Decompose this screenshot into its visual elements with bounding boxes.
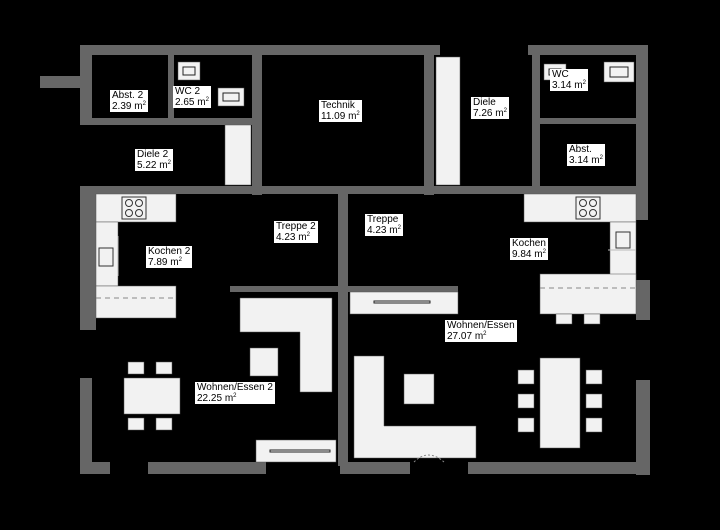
room-name: Diele 2 [137,149,169,160]
room-area-unit: m [389,225,398,236]
room-label-treppe-2: Treppe 2 4.23 m2 [274,221,318,243]
room-area: 7.89 m2 [148,257,182,268]
room-name: Diele [473,97,496,108]
room-name: Wohnen/Essen 2 [197,382,273,393]
room-label-wohnen-essen: Wohnen/Essen 27.07 m2 [445,320,517,342]
room-area-value: 4.23 [367,225,387,236]
room-area: 4.23 m2 [276,232,310,243]
room-area-unit: m [495,108,504,119]
walls [40,45,650,475]
room-label-abst-2: Abst. 2 2.39 m2 [110,90,148,112]
room-label-technik: Technik 11.09 m2 [319,100,362,122]
room-area-unit: m [170,257,179,268]
room-name: Kochen [512,238,546,249]
room-area-unit: m [298,232,307,243]
room-label-wc: WC 3.14 m2 [550,69,588,91]
room-area-unit: m [348,111,357,122]
room-label-wc-2: WC 2 2.65 m2 [173,86,211,108]
room-area-value: 7.26 [473,108,493,119]
room-area-value: 27.07 [447,331,473,342]
room-area-unit: m [197,97,206,108]
room-label-diele: Diele 7.26 m2 [471,97,509,119]
stair-ticks [117,236,636,276]
room-name: WC [552,69,569,80]
room-area-unit: m [134,101,143,112]
room-area-value: 3.14 [569,155,589,166]
room-area-unit: m [591,155,600,166]
room-area: 9.84 m2 [512,249,546,260]
room-area-value: 2.65 [175,97,195,108]
room-name: Treppe 2 [276,221,316,232]
stove-icon [121,196,601,220]
room-area-value: 2.39 [112,101,132,112]
room-area-value: 11.09 [321,111,346,122]
fixture-details [182,66,629,453]
room-area: 4.23 m2 [367,225,401,236]
room-area-value: 7.89 [148,257,168,268]
room-area: 3.14 m2 [569,155,603,166]
room-area-unit: m [224,393,234,404]
room-label-kochen-2: Kochen 2 7.89 m2 [146,246,193,268]
room-area: 2.39 m2 [112,101,146,112]
room-name: Abst. [569,144,592,155]
room-area: 2.65 m2 [175,97,209,108]
room-area-value: 4.23 [276,232,296,243]
room-area-unit: m [159,160,168,171]
room-area-value: 3.14 [552,80,572,91]
room-name: Treppe [367,214,399,225]
room-label-kochen: Kochen 9.84 m2 [510,238,548,260]
counter-edges [96,287,636,299]
room-label-abst: Abst. 3.14 m2 [567,144,605,166]
room-area-unit: m [534,249,543,260]
room-name: Technik [321,100,355,111]
room-area: 27.07 m2 [447,331,487,342]
fixtures [95,56,637,463]
room-label-treppe: Treppe 4.23 m2 [365,214,403,236]
room-area: 5.22 m2 [137,160,171,171]
room-label-diele-2: Diele 2 5.22 m2 [135,149,173,171]
door-swing [413,454,445,463]
room-name: Abst. 2 [112,90,144,101]
room-name: Wohnen/Essen [447,320,515,331]
room-area-unit: m [474,331,484,342]
room-area: 7.26 m2 [473,108,507,119]
room-area-unit: m [574,80,583,91]
room-area: 3.14 m2 [552,80,586,91]
room-name: WC 2 [175,86,200,97]
room-label-wohnen-essen-2: Wohnen/Essen 2 22.25 m2 [195,382,275,404]
room-area: 22.25 m2 [197,393,237,404]
room-area: 11.09 m2 [321,111,360,122]
room-area-value: 5.22 [137,160,157,171]
room-area-value: 22.25 [197,393,223,404]
room-name: Kochen 2 [148,246,191,257]
sink-icon [98,231,631,267]
room-area-value: 9.84 [512,249,532,260]
